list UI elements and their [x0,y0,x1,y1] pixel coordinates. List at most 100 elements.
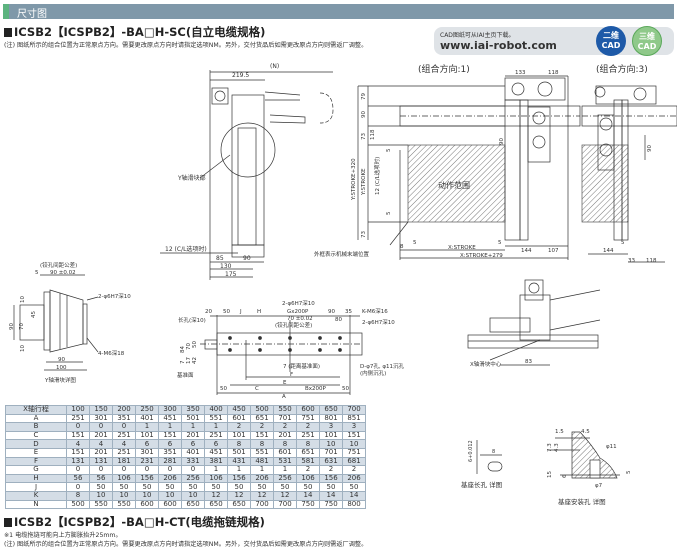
table-cell: 14 [296,490,320,501]
table-cell: 651 [296,447,320,458]
dim-8: 8 [400,244,404,250]
dim-h: H [257,309,261,315]
dim-70-base: 70 [186,343,192,350]
base-view-labels: 20 50 J H Gx200P 2-φ6H7深10 70 ±0.02 (铰孔间… [177,299,404,400]
dim-c: C [255,386,259,392]
table-header-cell: 250 [135,405,159,415]
table-cell: 0 [135,465,159,475]
table-cell: 256 [273,473,297,484]
table-row-label: B [5,422,67,432]
dim-70-tol: 70 ±0.02 [287,316,313,322]
table-cell: 0 [66,422,90,432]
table-cell: 501 [227,447,251,458]
table-cell: 3 [319,422,343,432]
table-cell: 0 [181,465,205,475]
dim-ystroke: Y:STROKE [361,168,367,196]
dim-85: 85 [216,255,224,262]
table-cell: 550 [89,499,113,510]
badge-2d-line1: 二维 [603,31,619,40]
table-header-cell: 500 [250,405,274,415]
table-cell: 701 [319,447,343,458]
table-cell: 151 [158,430,182,441]
label-x-slider-center: X轴滑块中心 [470,360,502,368]
table-cell: 50 [158,482,182,492]
table-cell: 531 [273,456,297,467]
table-cell: 181 [112,456,136,467]
label-pin-holes: 2-φ6H7深10 [98,292,131,300]
table-cell: 1 [227,465,251,475]
dim-90-v: 90 [361,111,367,118]
front-view-dir1 [357,75,581,260]
table-cell: 431 [227,456,251,467]
dim-e: E [283,380,287,386]
dim-118-v: 118 [370,129,376,140]
dim-130: 130 [220,263,232,270]
dim-f: F [290,372,293,378]
table-cell: 206 [342,473,366,484]
table-cell: 50 [342,482,366,492]
label-frame-note: 外框表示机械末端位置 [314,250,370,258]
table-cell: 2 [227,422,251,432]
table-row-label: K [5,490,67,501]
dim-10-a: 10 [20,296,26,303]
table-cell: 0 [66,465,90,475]
caption-mount-hole-detail: 基座安装孔 详图 [558,497,606,506]
table-header-cell: 300 [158,405,182,415]
dim-a: A [282,394,286,400]
table-cell: 201 [89,430,113,441]
table-header-cell: 650 [319,405,343,415]
side-view [160,70,334,280]
dim-90-bottom: 90 [58,357,65,363]
table-cell: 2 [250,422,274,432]
table-cell: 131 [89,456,113,467]
badge-3d-line2: CAD [637,42,657,51]
dim-n: (N) [270,63,279,70]
table-cell: 1 [273,465,297,475]
table-cell: 750 [296,499,320,510]
table-cell: 650 [181,499,205,510]
dim-phi-11: φ11 [606,444,617,450]
table-cell: 256 [181,473,205,484]
table-header-cell: 400 [204,405,228,415]
dim-118-dir3: 118 [646,258,657,264]
label-y-slider: Y轴滑块部 [177,174,206,182]
table-cell: 0 [66,482,90,492]
table-cell: 56 [89,473,113,484]
table-cell: 2 [296,422,320,432]
table-cell: 6 [135,439,159,449]
table-cell: 8 [273,439,297,449]
dim-20: 20 [205,309,212,315]
table-cell: 231 [135,456,159,467]
table-cell: 851 [342,413,366,424]
table-cell: 201 [181,430,205,441]
dim-133: 133 [515,70,526,76]
table-cell: 601 [273,447,297,458]
dim-50-v: 50 [192,341,198,348]
table-row-label: A [5,413,67,424]
table-cell: 1 [204,422,228,432]
label-direction-1: (组合方向:1) [418,63,470,75]
dim-5-hole: 5 [626,470,632,474]
dim-xstroke-279: X:STROKE+279 [460,253,503,259]
label-k-tap: K-M6深16 [362,307,388,315]
table-cell: 501 [181,413,205,424]
cad-url-link[interactable]: www.iai-robot.com [440,39,557,52]
label-slot: 长孔(深10) [178,316,206,324]
table-cell: 6 [181,439,205,449]
label-tap-holes: 4-M6深18 [98,349,125,357]
caption-y-slider: Y轴滑块详图 [44,376,76,384]
table-cell: 401 [135,413,159,424]
dim-slot-width: 8 [492,449,495,455]
table-cell: 50 [135,482,159,492]
table-cell: 800 [342,499,366,510]
table-cell: 550 [112,499,136,510]
table-cell: 0 [112,465,136,475]
table-cell: 1 [204,465,228,475]
